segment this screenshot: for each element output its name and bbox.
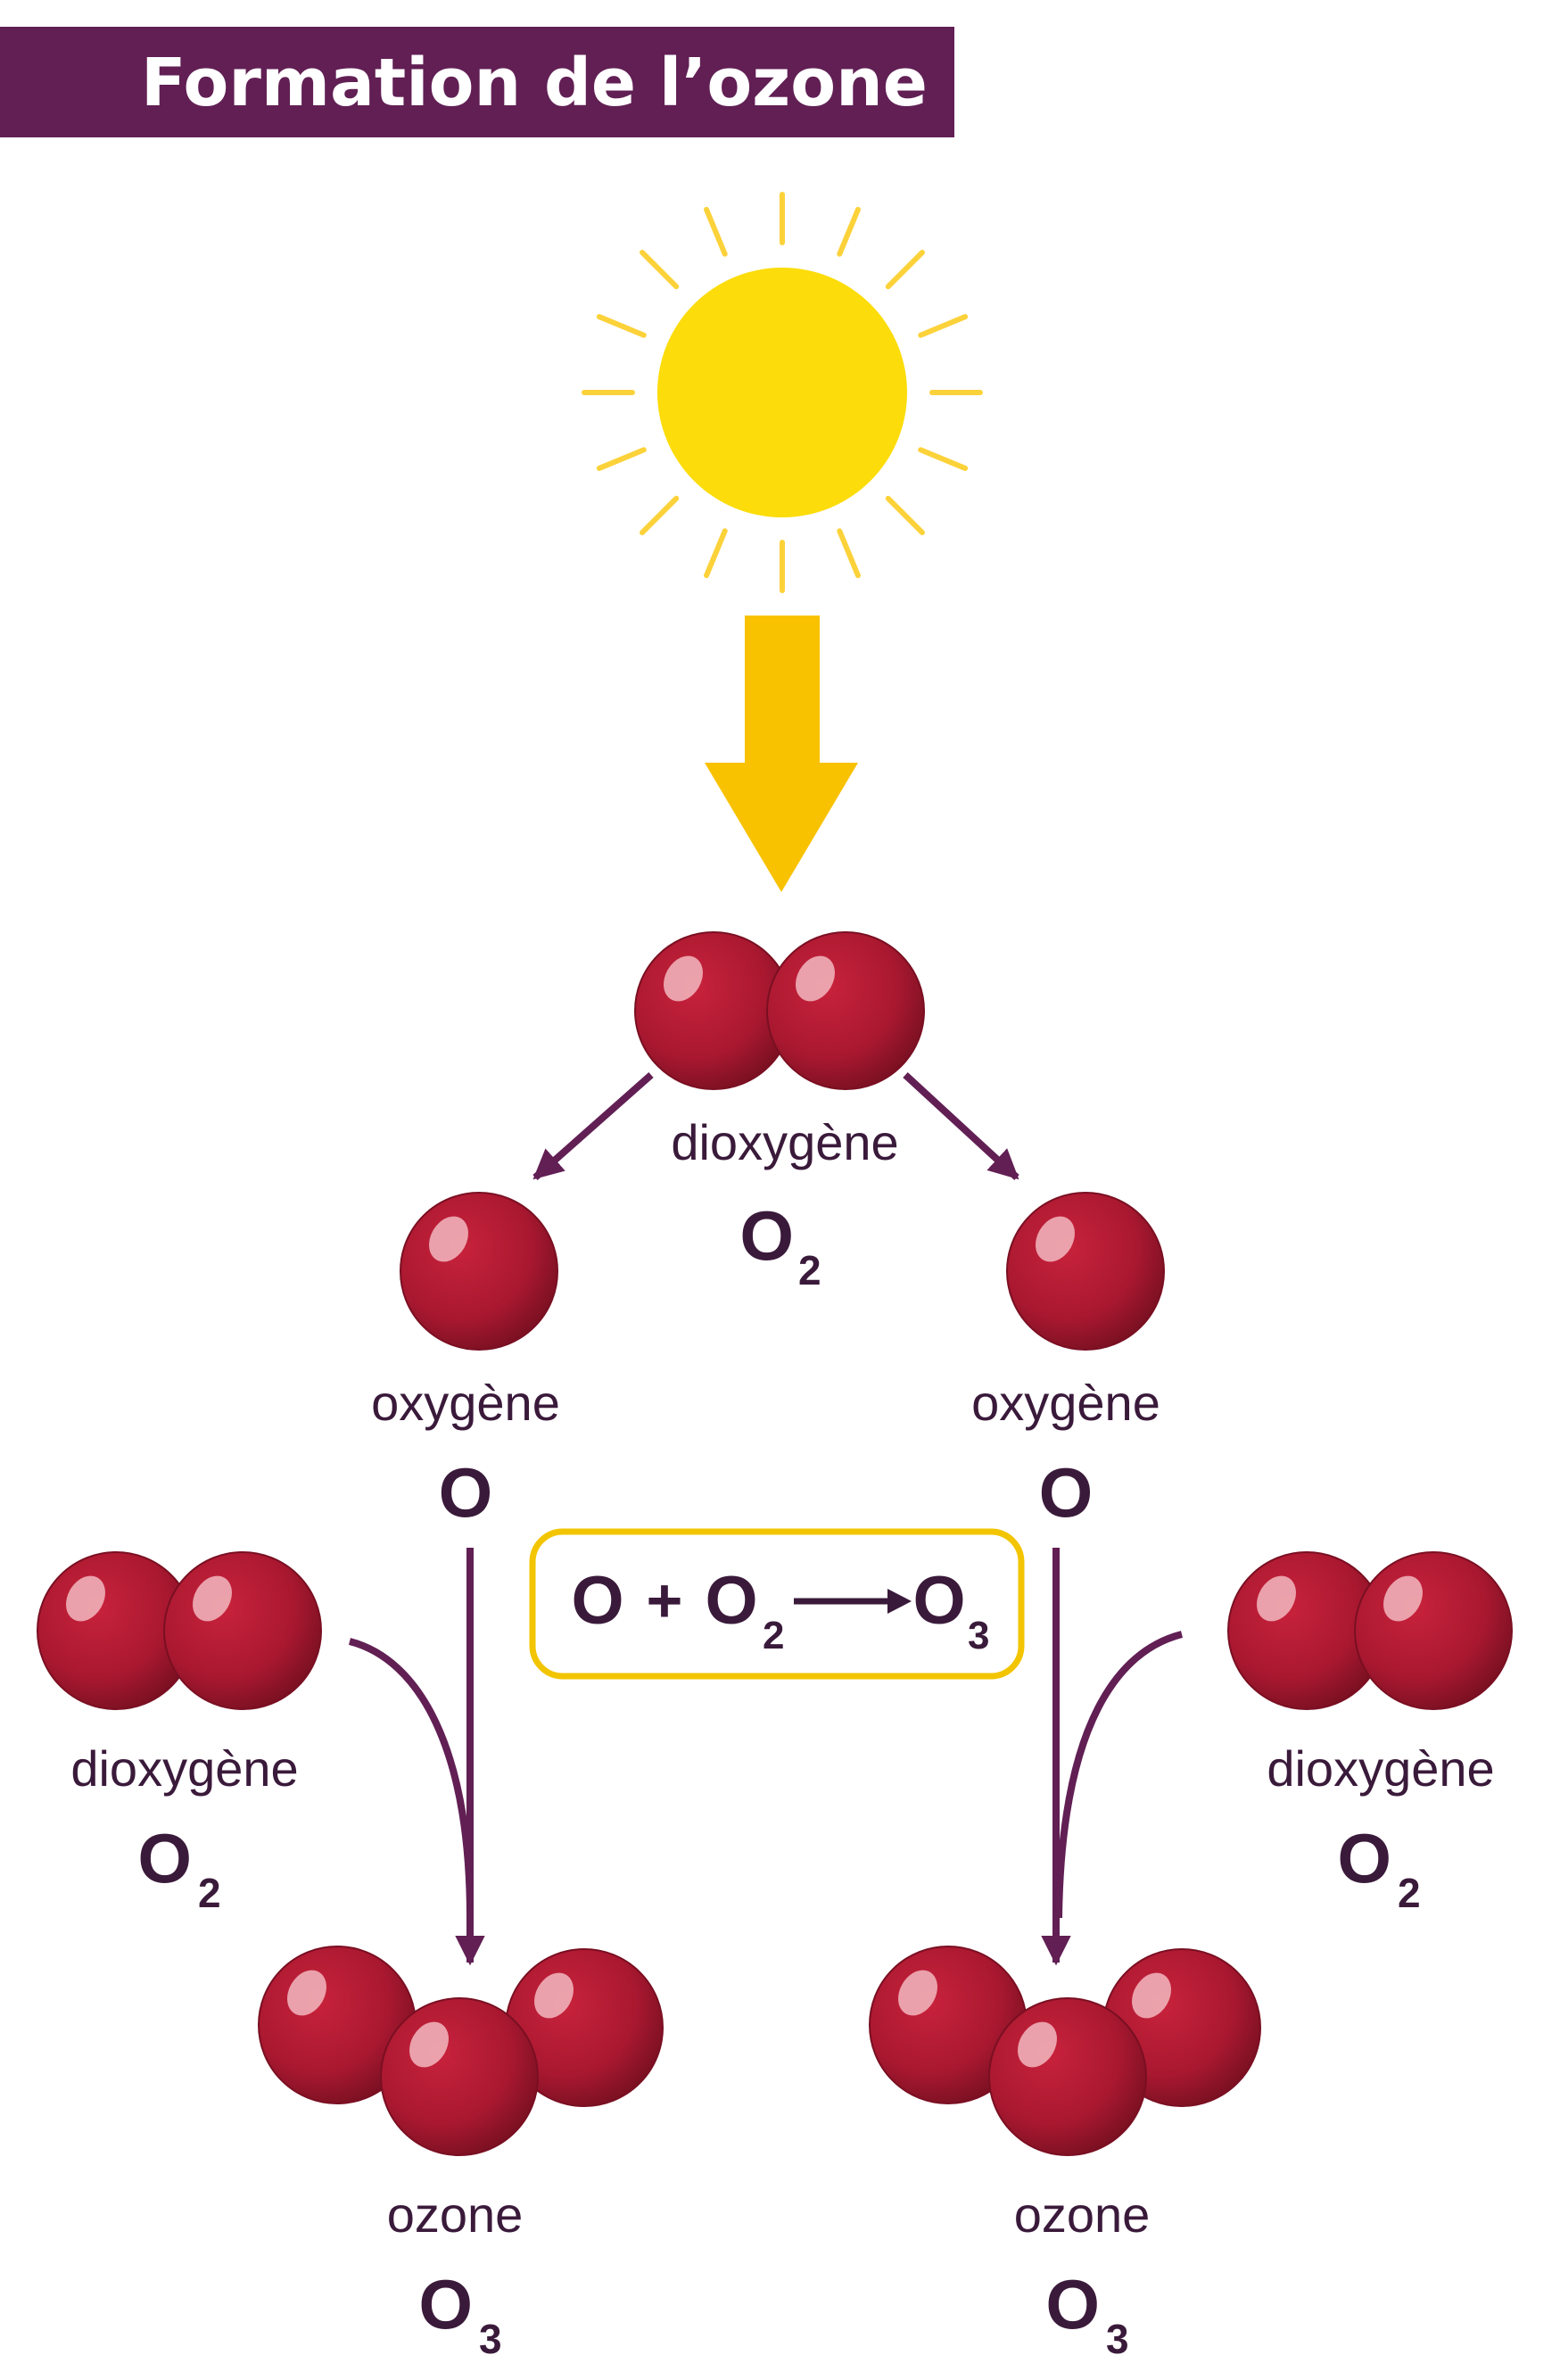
atom-icon xyxy=(163,1551,322,1710)
equation-plus: + xyxy=(647,1566,683,1635)
sun-ray xyxy=(918,314,969,338)
atom-icon xyxy=(37,1551,195,1710)
molecule-formula: O xyxy=(1045,2265,1100,2343)
right-dioxygen-molecule xyxy=(1227,1551,1513,1710)
sun-ray xyxy=(596,447,647,471)
light-arrow-icon xyxy=(705,616,858,892)
molecule-formula: O xyxy=(418,2265,473,2343)
molecule-name: dioxygène xyxy=(1267,1740,1494,1797)
molecule-name: oxygène xyxy=(371,1375,560,1431)
left-dioxygen-molecule xyxy=(37,1551,322,1710)
molecule-name: ozone xyxy=(1014,2186,1151,2243)
arrow-to-right-oxygen xyxy=(903,1072,1019,1180)
right-dioxygen-label: dioxygène O 2 xyxy=(1267,1740,1494,1916)
arrow-left-dioxygen-to-ozone xyxy=(349,1638,474,1919)
atom-icon xyxy=(869,1946,1028,2104)
atom-icon xyxy=(634,931,793,1090)
equation-reactant2: O xyxy=(705,1563,757,1639)
molecule-name: ozone xyxy=(387,2186,524,2243)
left-oxygen-atom-molecule xyxy=(400,1192,558,1351)
atom-icon xyxy=(1006,1192,1165,1351)
sun-ray xyxy=(885,250,925,290)
title-banner: Formation de l’ozone xyxy=(0,27,954,137)
molecule-formula: O xyxy=(137,1819,192,1897)
page-title: Formation de l’ozone xyxy=(141,45,928,121)
equation-product: O xyxy=(912,1563,965,1639)
atom-icon xyxy=(258,1946,417,2104)
formula-subscript: 2 xyxy=(1398,1870,1421,1916)
left-oxygen-label: oxygène O xyxy=(371,1375,560,1532)
equation-product-subscript: 3 xyxy=(968,1614,989,1657)
atom-icon xyxy=(1354,1551,1513,1710)
sun-ray xyxy=(704,528,728,579)
sun-ray xyxy=(596,314,647,338)
sun-ray xyxy=(704,206,728,257)
molecule-name: oxygène xyxy=(971,1375,1160,1431)
arrow-right-dioxygen-to-ozone xyxy=(1055,1631,1183,1919)
sun-ray xyxy=(837,528,861,579)
atom-icon xyxy=(505,1948,664,2107)
atom-icon xyxy=(1227,1551,1386,1710)
sun-ray xyxy=(640,495,680,535)
top-dioxygen-molecule xyxy=(634,931,925,1090)
atom-icon xyxy=(766,931,925,1090)
right-ozone-label: ozone O 3 xyxy=(1014,2186,1151,2362)
sun-ray xyxy=(837,206,861,257)
formula-subscript: 2 xyxy=(198,1870,221,1916)
molecule-formula: O xyxy=(739,1196,794,1275)
equation-box: O + O 2 O 3 xyxy=(529,1528,1025,1680)
top-dioxygen-label: dioxygène O 2 xyxy=(671,1114,898,1293)
reaction-arrows xyxy=(349,1072,1183,1966)
equation-reactant1: O xyxy=(571,1563,623,1639)
molecule-formula: O xyxy=(1039,1453,1094,1532)
sun-ray xyxy=(885,495,925,535)
molecule-name: dioxygène xyxy=(70,1740,298,1797)
molecule-formula: O xyxy=(1337,1819,1391,1897)
sun-icon xyxy=(582,192,983,593)
right-ozone-molecule xyxy=(869,1946,1261,2156)
sun-ray xyxy=(640,250,680,290)
right-oxygen-label: oxygène O xyxy=(971,1375,1160,1532)
title-band xyxy=(0,27,954,137)
left-dioxygen-label: dioxygène O 2 xyxy=(70,1740,298,1916)
arrow-to-left-oxygen xyxy=(532,1072,654,1180)
molecules xyxy=(37,931,1513,2156)
formula-subscript: 3 xyxy=(1106,2316,1129,2362)
atom-icon xyxy=(988,1997,1147,2156)
equation-border xyxy=(529,1528,1025,1680)
sun-ray xyxy=(918,447,969,471)
atom-icon xyxy=(400,1192,558,1351)
left-ozone-molecule xyxy=(258,1946,664,2156)
molecule-name: dioxygène xyxy=(671,1114,898,1170)
equation-arrow-head xyxy=(887,1589,912,1614)
formula-subscript: 2 xyxy=(798,1247,821,1293)
equation-reactant2-subscript: 2 xyxy=(763,1614,784,1657)
right-oxygen-atom-molecule xyxy=(1006,1192,1165,1351)
left-ozone-label: ozone O 3 xyxy=(387,2186,524,2362)
formula-subscript: 3 xyxy=(479,2316,502,2362)
molecule-formula: O xyxy=(439,1453,493,1532)
atom-icon xyxy=(380,1997,539,2156)
